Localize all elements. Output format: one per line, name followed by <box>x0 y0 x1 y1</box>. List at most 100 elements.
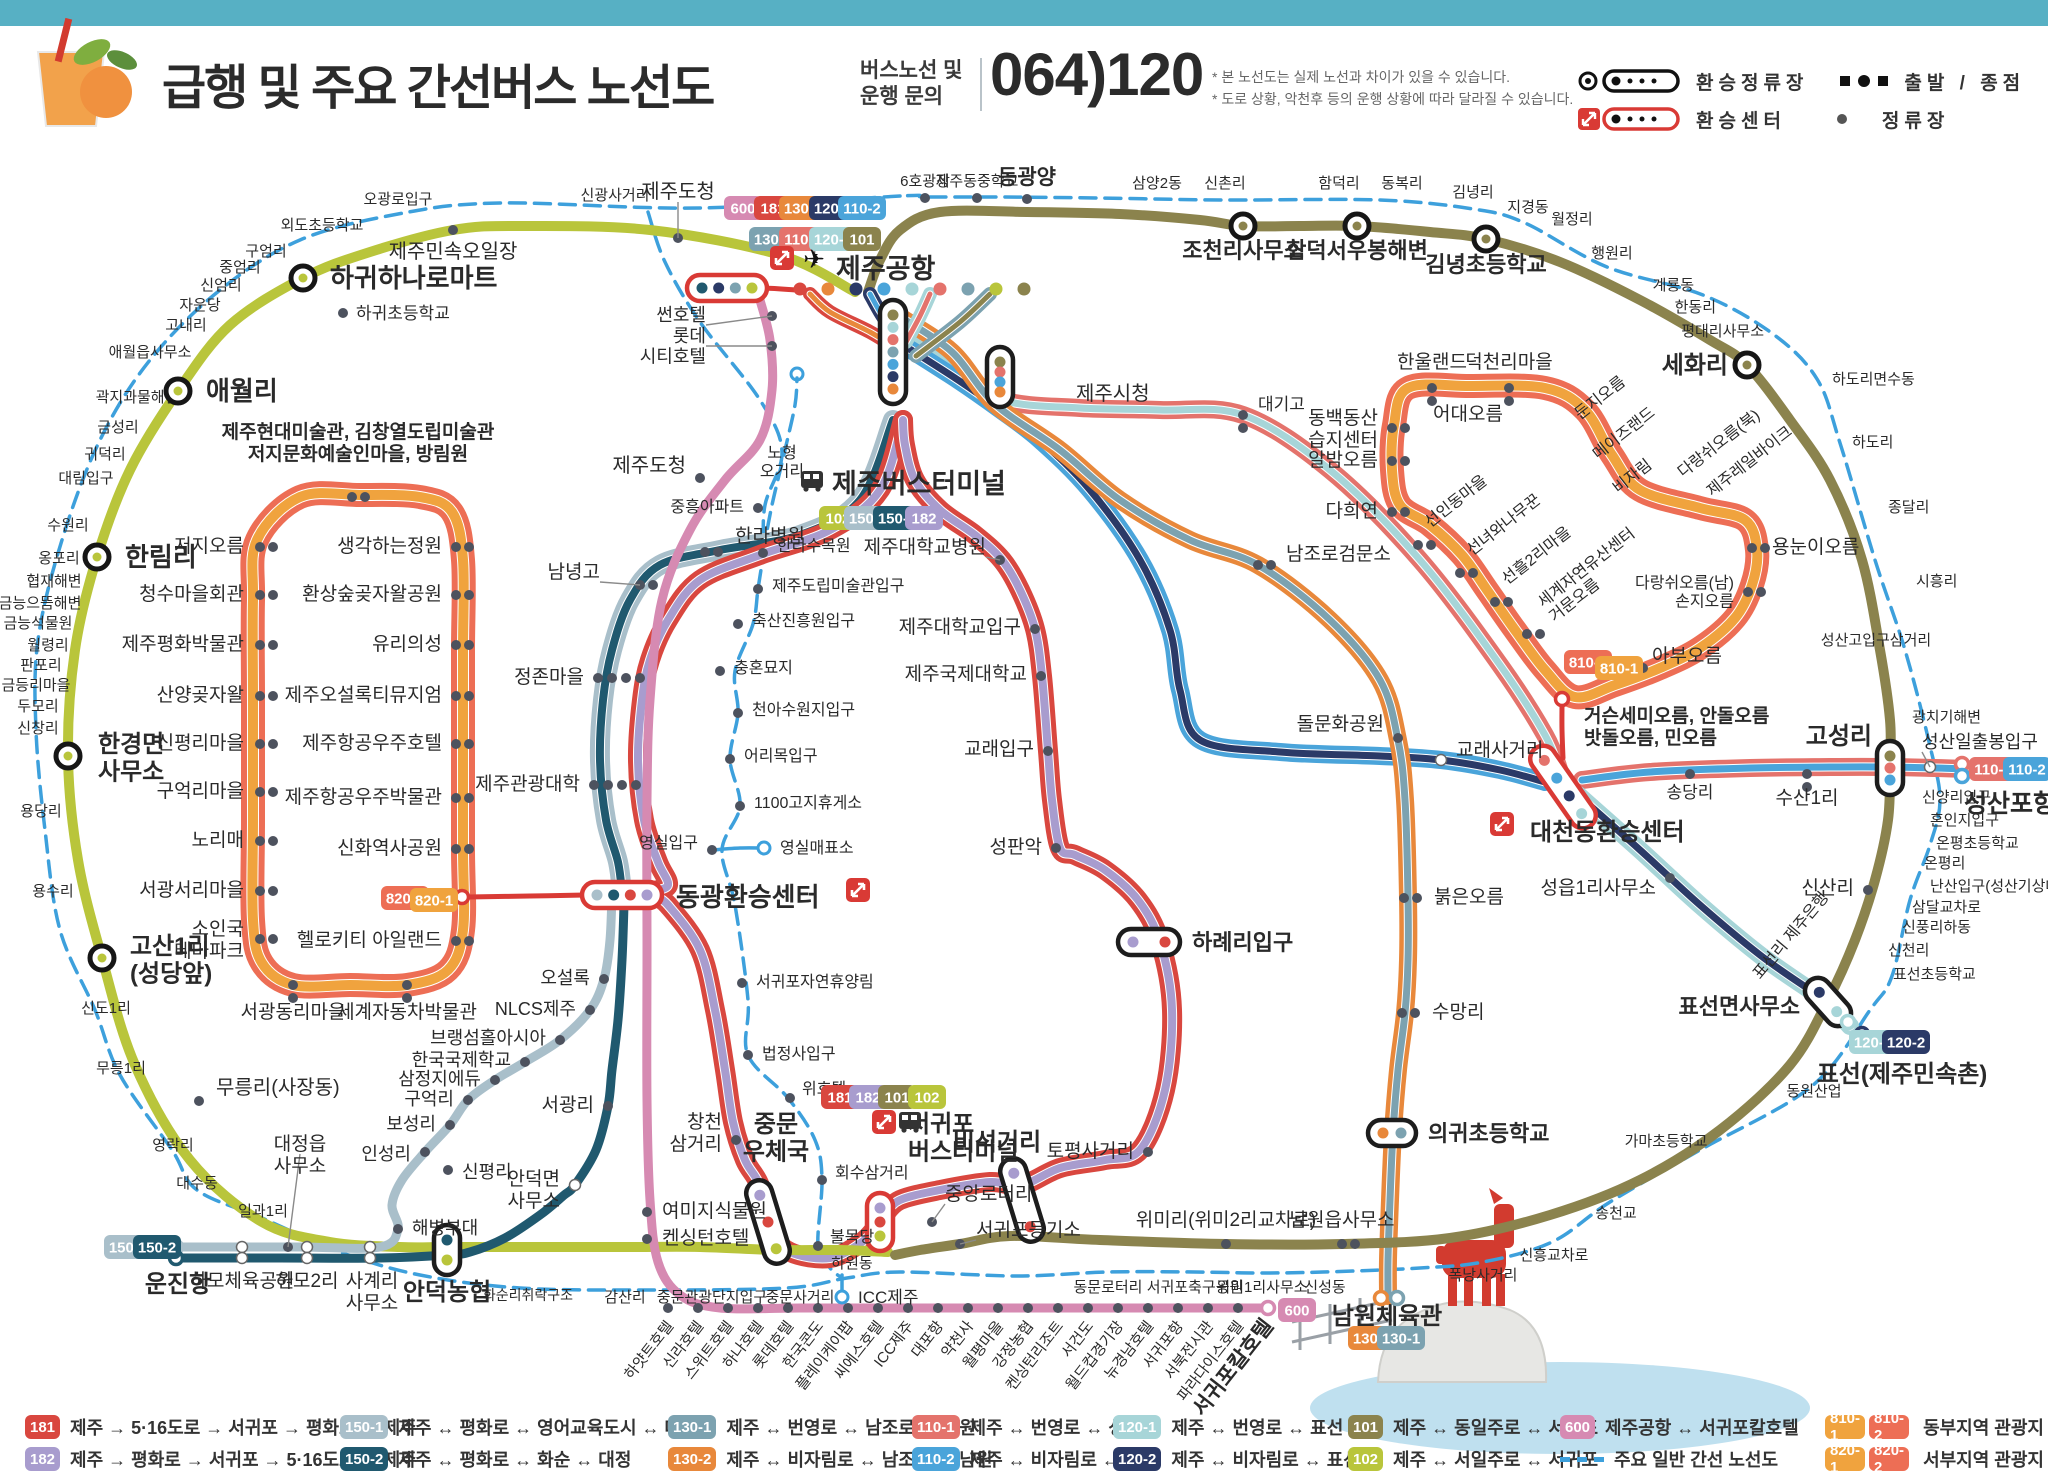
station-label: 김녕리 <box>1452 184 1493 201</box>
route-city-general <box>646 210 844 1280</box>
legend-chip-150-1: 150-1 <box>340 1415 389 1439</box>
station-label: 제주국제대학교 <box>905 663 1027 685</box>
station-dot <box>725 754 735 764</box>
station-dot <box>743 1050 753 1060</box>
note-line-2: * 도로 상황, 악천후 등의 운행 상황에 따라 달라질 수 있습니다. <box>1212 91 1574 108</box>
station-label: 제주동중학교 <box>936 173 1019 190</box>
svg-text:101: 101 <box>884 1090 909 1107</box>
station-label: 서광리 <box>542 1094 594 1116</box>
station-label: 금능으뜸해변 <box>0 595 81 612</box>
station-label: 세계자동차박물관 <box>337 1001 477 1023</box>
station-label: 정존마을 <box>514 666 584 688</box>
legend-chip-810-2: 810-2 <box>1869 1410 1910 1444</box>
juice-illustration <box>36 17 137 127</box>
svg-text:600: 600 <box>730 201 755 218</box>
station-label: 감산리 <box>604 1289 645 1306</box>
station-label: 함덕리 <box>1318 175 1359 192</box>
station-label: 세화리 <box>1662 352 1728 379</box>
station-label: 한동리 <box>1675 299 1716 316</box>
station-label: 외도초등학교 <box>281 217 364 234</box>
svg-text:600: 600 <box>1284 1303 1309 1320</box>
station-label: 중엄리 <box>219 259 260 276</box>
route-badge-150-2: 150-2 <box>133 1235 181 1259</box>
station-label: 법정사입구 <box>762 1045 836 1063</box>
horse-lighthouse-illustration <box>1436 1188 1514 1306</box>
route-badge-130-1: 130-1 <box>1377 1326 1425 1350</box>
station-label: 조천리사무소 <box>1182 238 1303 263</box>
hotel-stop-dot <box>1143 1303 1153 1313</box>
station-dot <box>707 845 717 855</box>
station-label: 월령리 <box>27 637 68 654</box>
stations-layer: 오광로입구외도초등학교구엄리중엄리신엄리자운당고내리애월읍사무소곽지과물해변금성… <box>0 166 2048 1330</box>
station-label: 하도리 <box>1852 434 1893 451</box>
station-dot <box>1221 1239 1231 1249</box>
route-badge-600: 600 <box>1278 1298 1316 1322</box>
route-badge-810-1: 810-1 <box>1595 656 1643 680</box>
station-label: 다랑쉬오름(남)손지오름 <box>1635 574 1734 610</box>
hotel-stop-dot <box>813 1303 823 1313</box>
hotel-stop-dot <box>993 1303 1003 1313</box>
legend-text: 서부지역 관광지 순환버스 <box>1923 1450 2048 1470</box>
station-label: 1100고지휴게소 <box>754 794 862 812</box>
station-label: 동복리 <box>1381 175 1422 192</box>
airport-route-dot <box>821 282 835 296</box>
station-label: 청수마을회관 <box>139 583 244 605</box>
station-label: 신양리입구 <box>1922 789 1991 806</box>
transfer-pill <box>684 272 770 304</box>
station-label: 대수동 <box>176 1175 218 1192</box>
transfer-pill <box>877 297 909 407</box>
route-redlink-daecheon <box>1559 702 1566 761</box>
station-dot <box>1022 194 1032 204</box>
hotel-stop-dot <box>1053 1303 1063 1313</box>
station-label: 제주항공우주박물관 <box>285 786 442 808</box>
station-label: 축산진흥원입구 <box>752 612 855 630</box>
station-label: 하귀초등학교 <box>356 304 450 323</box>
station-label: 한국국제학교 <box>412 1050 511 1070</box>
station-label: 성산포항 <box>1964 790 2048 818</box>
station-label: 위미리(위미2리교차로) <box>1136 1209 1317 1231</box>
station-dot <box>642 1234 652 1244</box>
route-loop-820-west-layer2 <box>247 488 470 992</box>
station-label: 영실입구 <box>639 834 698 852</box>
transfer-pill <box>1115 926 1183 958</box>
station-label: 성판악 <box>990 836 1042 858</box>
station-label: 고성리 <box>1806 723 1872 750</box>
transfer-pill <box>997 1156 1047 1244</box>
hotel-stop-dot <box>843 1303 853 1313</box>
start-end-icon <box>1840 75 1889 87</box>
station-dot <box>603 1101 613 1111</box>
station-label: 천아수원지입구 <box>752 701 855 719</box>
station-label: 김녕초등학교 <box>1425 252 1546 277</box>
hotel-stop-dot <box>693 1303 703 1313</box>
transfer-center-icon <box>770 246 794 270</box>
station-label: 애월리 <box>206 376 278 406</box>
legend-chip-110-1: 110-1 <box>912 1415 960 1439</box>
legend-chip-810-1: 810-1 <box>1825 1410 1866 1444</box>
station-label: 한림리 <box>125 542 197 572</box>
hotel-stop-dot <box>753 1303 763 1313</box>
station-label: 제주대학교입구 <box>899 616 1021 638</box>
station-label: 용당리 <box>20 803 61 820</box>
station-dot <box>599 974 609 984</box>
station-label: 신광사거리 <box>580 187 649 204</box>
station-label: 다희연 <box>1326 500 1378 522</box>
station-label: 한라병원 <box>735 525 805 547</box>
route-coastal-general <box>33 193 1942 1292</box>
station-label: 금등리마을 <box>1 677 70 694</box>
airport-route-dot <box>933 282 947 296</box>
station-label: 어리목입구 <box>744 747 818 765</box>
hotel-stop-dot <box>1083 1303 1093 1313</box>
station-label: 제주관광대학 <box>475 773 580 795</box>
route-badge-102: 102 <box>908 1085 946 1109</box>
hotel-stop-dot <box>1233 1303 1243 1313</box>
station-label: 켄싱턴호텔 <box>662 1227 749 1249</box>
airport-plane-icon: ✈ <box>803 244 825 274</box>
